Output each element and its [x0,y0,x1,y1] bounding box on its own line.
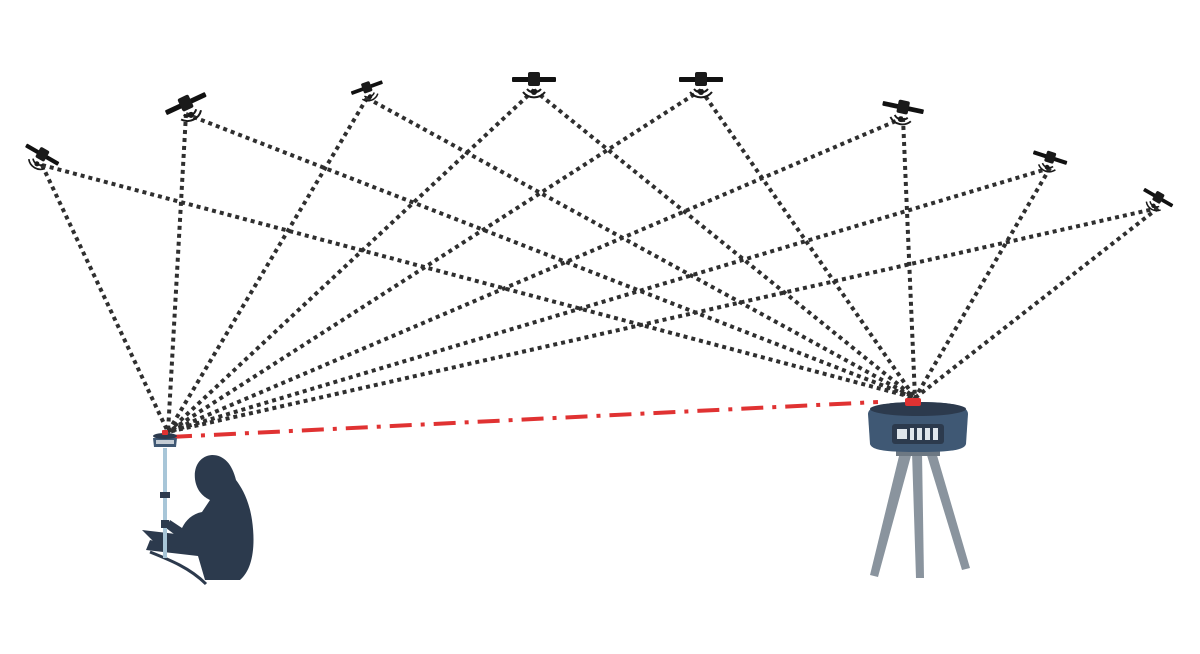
signal-line-sat4-to-rover [166,88,536,434]
satellite-icon [1028,145,1070,178]
signal-line-sat5-to-rover [166,88,703,434]
satellite-icon [17,138,63,178]
signal-line-sat8-to-rover [167,206,1159,434]
rover-receiver-icon [153,430,177,558]
surveyor-silhouette-icon [142,455,254,586]
signal-line-sat4-to-base [532,88,917,400]
signal-line-sat5-to-base [699,88,917,400]
satellite-icon [1136,183,1177,219]
satellite-constellation [17,71,1177,219]
signal-line-sat1-to-base [41,163,916,400]
signal-line-sat8-to-base [913,206,1160,400]
signal-line-sat3-to-rover [166,96,369,434]
signal-line-sat2-to-rover [166,113,188,433]
rtk-correction-link [169,400,879,439]
satellite-icon [511,71,557,99]
signal-line-sat1-to-rover [40,164,170,433]
signal-line-sat7-to-base [913,166,1052,400]
signal-line-sat7-to-rover [167,166,1051,434]
satellite-signal-lines [40,88,1160,434]
signal-line-sat6-to-rover [167,116,904,434]
satellite-icon [161,86,215,131]
signal-line-sat6-to-base [901,117,917,399]
satellite-icon [678,71,724,99]
signal-line-sat3-to-base [366,96,916,400]
signal-line-sat2-to-base [185,112,916,400]
base-station-icon [868,398,970,578]
satellite-icon [348,75,388,107]
